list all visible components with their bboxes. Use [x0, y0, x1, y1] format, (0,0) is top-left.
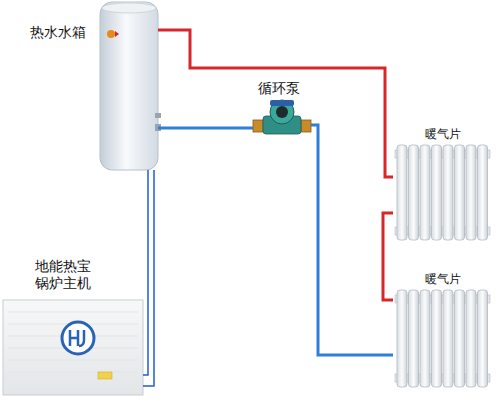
water-tank: 热水水箱 — [100, 2, 158, 170]
node-label: 暖气片 — [425, 271, 461, 288]
boiler-unit — [3, 300, 143, 395]
node-label: 暖气片 — [425, 126, 461, 143]
pipe-connector — [143, 170, 148, 375]
pipe-line — [158, 30, 393, 177]
water-tank — [100, 2, 161, 170]
node-label: 循环泵 — [258, 80, 300, 97]
radiator — [395, 145, 490, 240]
pipe-line — [383, 213, 393, 300]
pipe-connector — [158, 128, 253, 129]
pipe-line — [311, 125, 393, 355]
pipe-connector — [311, 125, 393, 355]
circulation-pump: 循环泵 — [253, 100, 311, 136]
node-label: 地能热宝 锅炉主机 — [35, 258, 95, 292]
pipe-connector — [158, 30, 393, 177]
pipe-connector — [143, 170, 154, 386]
boiler-unit: 地能热宝 锅炉主机 — [3, 300, 143, 395]
radiator: 暖气片 — [393, 290, 490, 387]
radiator — [395, 290, 490, 387]
node-label: 热水水箱 — [30, 24, 86, 41]
pipe-line — [143, 170, 154, 386]
radiator: 暖气片 — [393, 145, 490, 240]
pipe-connector — [383, 213, 393, 300]
circulation-pump — [253, 100, 311, 134]
pipe-line — [158, 127, 253, 130]
pipe-line — [143, 170, 148, 375]
